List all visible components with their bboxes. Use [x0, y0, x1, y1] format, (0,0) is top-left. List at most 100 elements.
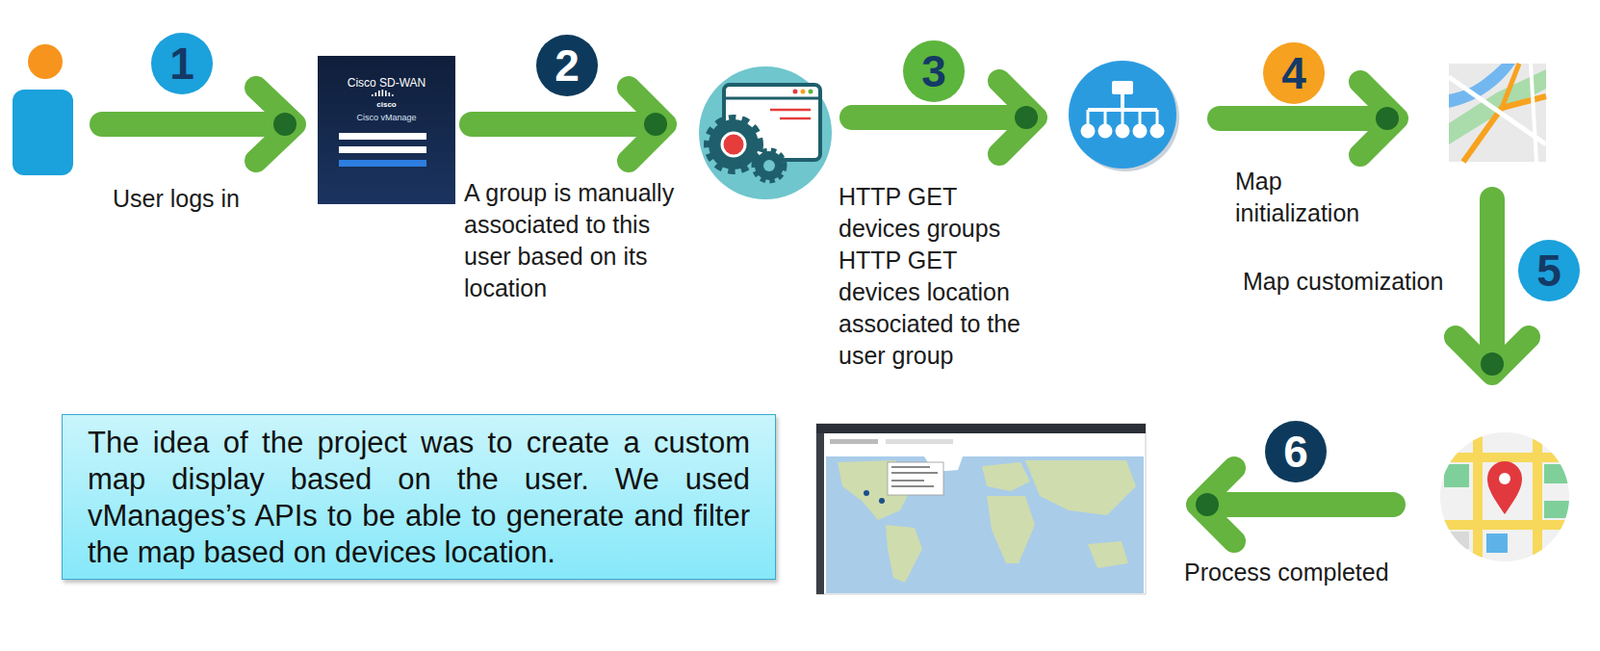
pin-map-icon [1440, 432, 1575, 568]
arrow-shaft [1479, 199, 1505, 370]
callout-number: 3 [903, 40, 965, 103]
pin-hole [1498, 472, 1511, 485]
road [1501, 63, 1520, 108]
screen-header [816, 423, 1146, 434]
window-dot [793, 89, 799, 95]
logo-bar [382, 89, 385, 97]
arrow-tip [1480, 352, 1504, 376]
australia [1087, 541, 1129, 568]
step-circle [1518, 239, 1580, 302]
leaf [1082, 125, 1094, 137]
map-ground [1448, 63, 1547, 162]
block [1444, 464, 1470, 488]
map-icon [1448, 63, 1547, 162]
arrow-tip [644, 112, 668, 136]
screen-field [885, 438, 954, 444]
window-line [779, 117, 811, 121]
tree-line [1120, 94, 1125, 110]
popup-line [891, 485, 934, 488]
screen-field [829, 438, 878, 444]
arrow-shaft [1201, 491, 1394, 517]
street [1440, 452, 1575, 463]
screen-sidebar [816, 433, 825, 594]
popup [887, 462, 944, 495]
gear [708, 119, 759, 170]
streets [1440, 432, 1575, 568]
ocean [825, 456, 1144, 594]
logo-bar [371, 94, 374, 97]
app-icon [698, 66, 832, 200]
login-button [338, 159, 427, 167]
arrow-shaft [1219, 105, 1394, 131]
markers [863, 490, 885, 504]
africa [986, 495, 1035, 564]
arrow-tip [1014, 105, 1038, 130]
map-pin [1487, 461, 1523, 515]
step-circle [151, 32, 213, 95]
asia [1025, 460, 1136, 516]
leaf [1134, 125, 1146, 137]
gear-hub [763, 159, 775, 172]
step-circle [536, 34, 598, 97]
europe [981, 462, 1031, 491]
street [1440, 519, 1575, 530]
popup-line [891, 471, 938, 474]
callout-number: 5 [1518, 239, 1580, 302]
block [1486, 533, 1508, 553]
window-bar [723, 97, 821, 101]
step-circle [1263, 42, 1325, 104]
block [1444, 531, 1470, 549]
screen-frame [816, 423, 1146, 594]
input-field [338, 146, 427, 154]
step-caption: HTTP GET devices groups HTTP GET devices… [838, 180, 1036, 372]
marker [863, 490, 870, 496]
leaves [1082, 109, 1163, 137]
window-dot [800, 89, 806, 95]
arrow-shaft [102, 111, 291, 137]
description-box: The idea of the project was to create a … [61, 413, 776, 580]
arrow-tip [1375, 106, 1399, 130]
popup-line [891, 479, 925, 482]
block [1544, 500, 1574, 518]
callout-number: 6 [1264, 420, 1327, 483]
window-line [770, 108, 811, 112]
step-caption: A group is manually associated to this u… [464, 177, 688, 305]
arrow-shaft [851, 104, 1033, 130]
root-box [1111, 80, 1134, 95]
icon-ground [1440, 432, 1570, 562]
popup-line [891, 465, 930, 468]
description-text: The idea of the project was to create a … [87, 424, 750, 571]
step-circle [1264, 420, 1327, 483]
leaf [1116, 125, 1129, 137]
input-field [338, 132, 427, 140]
network-icon [1068, 60, 1180, 172]
user-head [27, 44, 63, 79]
gear-hub [722, 132, 746, 156]
logo-bar [385, 90, 388, 97]
user-body [12, 89, 74, 176]
step-caption: User logs in [112, 182, 240, 215]
logo-bar [391, 94, 394, 97]
leaf [1151, 125, 1163, 137]
street [1472, 432, 1483, 568]
user-icon [12, 44, 74, 176]
logo-bar [375, 92, 378, 97]
step-caption: Map initialization [1235, 165, 1380, 230]
map-screenshot [816, 423, 1146, 594]
logo-bar [378, 90, 381, 97]
product-name: Cisco vManage [317, 112, 456, 123]
callout-number: 4 [1263, 42, 1325, 104]
icon-ground [1068, 60, 1177, 169]
street [1532, 432, 1543, 568]
login-screen: Cisco SD-WANciscoCisco vManage [317, 55, 456, 205]
step-circle [903, 40, 965, 103]
continents [837, 456, 1136, 583]
arrow-tip [1195, 492, 1219, 517]
callout-number: 1 [151, 32, 213, 95]
logo-text: cisco [317, 100, 456, 109]
step-caption: Process completed [1184, 556, 1390, 589]
south-america [885, 524, 923, 583]
window-dot [808, 89, 814, 95]
logo-bar [388, 92, 391, 97]
